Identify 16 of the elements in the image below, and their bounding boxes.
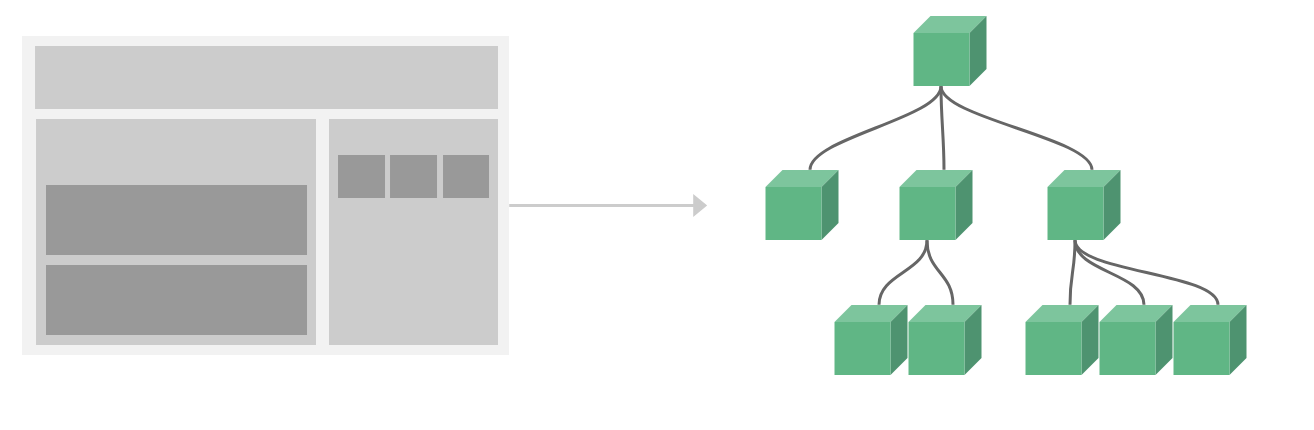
connector-line: [808, 85, 943, 171]
cube: [899, 170, 973, 240]
cube: [1099, 305, 1173, 375]
cube: [834, 305, 908, 375]
cube: [908, 305, 982, 375]
page-layout-drawing: [22, 36, 509, 355]
cube: [1173, 305, 1247, 375]
cube: [1047, 170, 1121, 240]
connector-line: [925, 240, 955, 305]
cube: [765, 170, 839, 240]
connector-line: [1073, 239, 1220, 306]
connector-line: [1068, 240, 1077, 305]
connector-line: [939, 85, 1094, 171]
cube: [1025, 305, 1099, 375]
connector-line: [877, 240, 929, 305]
cube: [913, 16, 987, 86]
